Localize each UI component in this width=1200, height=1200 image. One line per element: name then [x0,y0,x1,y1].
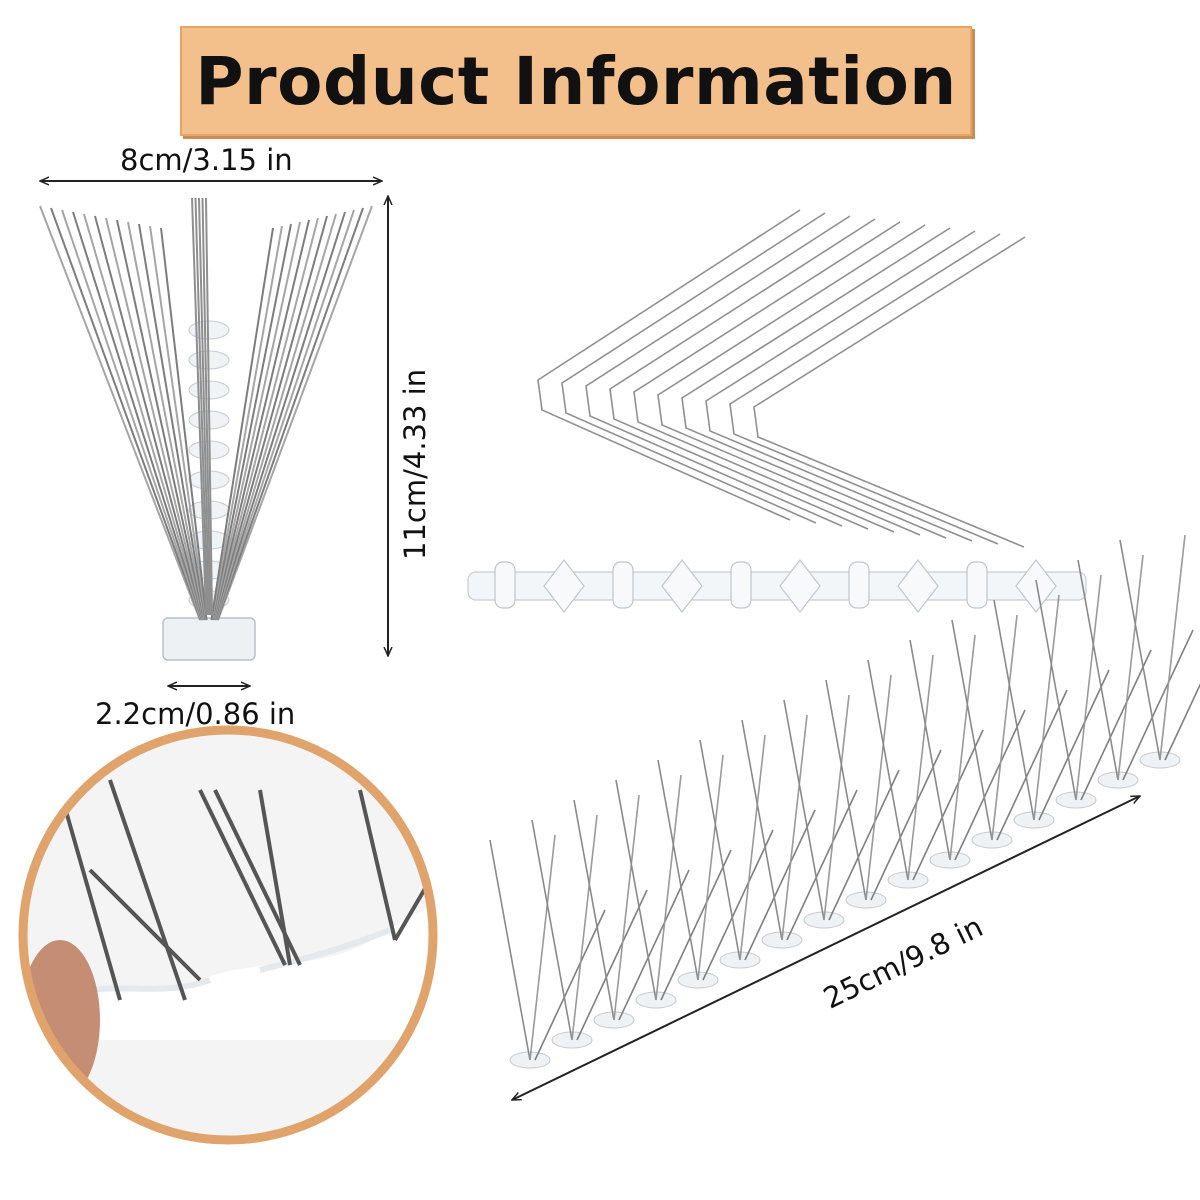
bent-wires [537,209,1026,548]
spike-width-label: 8cm/3.15 in [120,143,293,177]
base-width-label: 2.2cm/0.86 in [95,697,296,731]
length-dimension-arrow [512,795,1140,1101]
banner-title: Product Information [195,42,957,120]
spike-height-label: 11cm/4.33 in [398,368,432,560]
closeup-circle [18,725,438,1145]
plastic-base-strip [467,559,1087,613]
assembled-spike-strip [489,534,1200,1069]
spike-front-view [39,197,373,661]
product-information-banner: Product Information [180,26,972,136]
